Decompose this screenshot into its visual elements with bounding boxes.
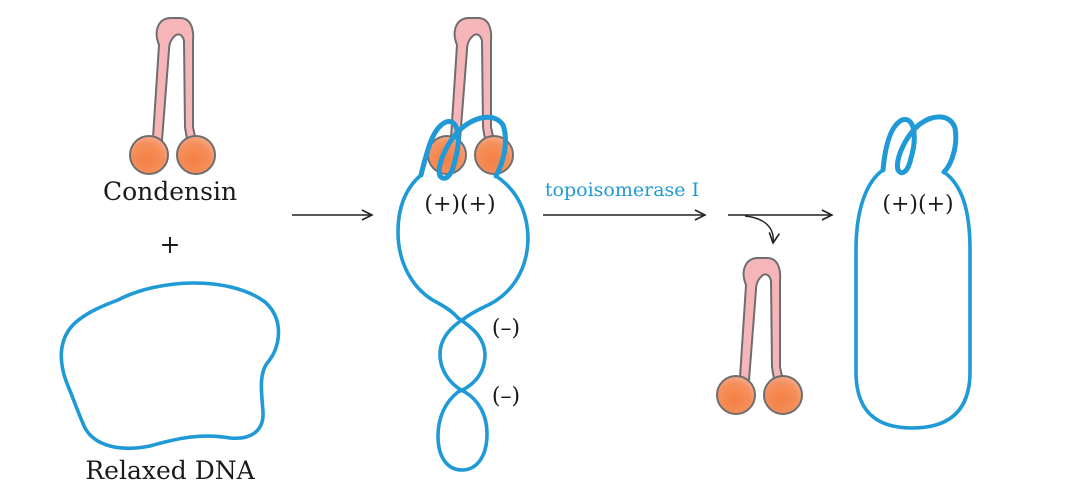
supercoiled-dna-loop bbox=[854, 168, 972, 430]
upper-loop-middle bbox=[396, 173, 460, 320]
bound-condensin bbox=[427, 17, 514, 175]
condensin-label: Condensin bbox=[103, 177, 237, 206]
negative-supercoil-lower-label: (–) bbox=[492, 384, 520, 409]
upper-loop-middle-right bbox=[463, 174, 530, 320]
negative-supercoil-upper-label: (–) bbox=[492, 316, 520, 341]
plus-sign: + bbox=[160, 230, 181, 259]
free-condensin bbox=[129, 17, 216, 175]
negative-coil-upper-left bbox=[438, 316, 467, 394]
relaxed-dna-label: Relaxed DNA bbox=[85, 456, 255, 485]
negative-coil-upper bbox=[456, 316, 487, 394]
release-arrow bbox=[744, 215, 773, 243]
relaxed-dna-loop bbox=[59, 281, 281, 451]
bottom-lobe bbox=[436, 390, 489, 472]
positive-coil-middle bbox=[418, 114, 508, 181]
positive-supercoils-middle-label: (+)(+) bbox=[424, 192, 495, 217]
topoisomerase-label: topoisomerase I bbox=[545, 179, 699, 201]
positive-coil-right bbox=[880, 114, 959, 176]
released-condensin bbox=[716, 257, 803, 415]
positive-supercoils-right-label: (+)(+) bbox=[882, 192, 953, 217]
